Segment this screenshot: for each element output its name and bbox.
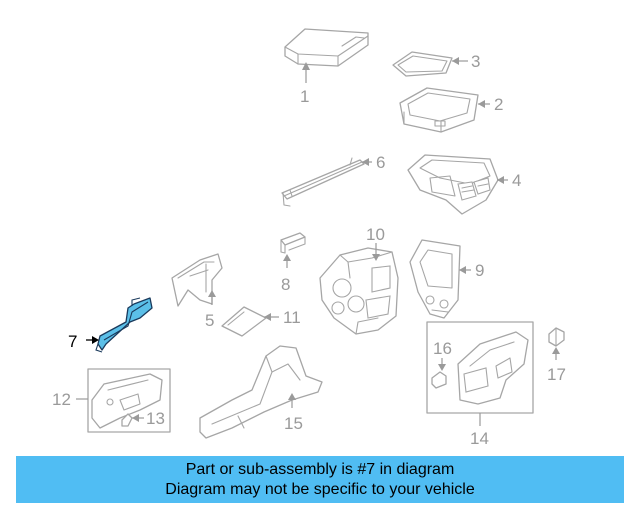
- part-16-switch[interactable]: [431, 371, 447, 389]
- part-9-radio-bezel[interactable]: [409, 239, 461, 319]
- svg-text:14: 14: [470, 429, 489, 448]
- svg-text:9: 9: [475, 261, 484, 280]
- part-6-trim-strip[interactable]: [281, 157, 365, 207]
- svg-text:13: 13: [146, 409, 165, 428]
- callout-15: 15: [284, 393, 303, 433]
- part-5-side-bracket[interactable]: [171, 253, 223, 307]
- part-11-pad[interactable]: [221, 306, 267, 337]
- part-3-lid-pad[interactable]: [392, 51, 453, 77]
- part-8-clip[interactable]: [280, 232, 306, 254]
- svg-text:2: 2: [494, 95, 503, 114]
- part-12-panel-group[interactable]: [87, 368, 171, 433]
- callout-11: 11: [264, 308, 301, 327]
- callout-8: 8: [281, 254, 291, 294]
- callout-5: 5: [205, 290, 216, 330]
- callout-9: 9: [459, 261, 484, 280]
- svg-text:4: 4: [512, 171, 521, 190]
- part-10-console-frame[interactable]: [319, 247, 399, 335]
- svg-text:8: 8: [281, 275, 290, 294]
- callout-3: 3: [452, 52, 480, 71]
- svg-text:17: 17: [547, 365, 566, 384]
- callout-12: 12: [52, 390, 88, 409]
- svg-text:6: 6: [376, 153, 385, 172]
- svg-text:1: 1: [300, 87, 309, 106]
- callout-16: 16: [433, 339, 452, 371]
- svg-text:16: 16: [433, 339, 452, 358]
- part-4-upper-bezel[interactable]: [407, 154, 499, 215]
- svg-text:12: 12: [52, 390, 71, 409]
- svg-text:15: 15: [284, 414, 303, 433]
- footer-line-disclaimer: Diagram may not be specific to your vehi…: [165, 480, 475, 498]
- svg-text:11: 11: [283, 308, 301, 327]
- part-2-storage-tray[interactable]: [399, 87, 479, 133]
- callout-2: 2: [478, 95, 503, 114]
- callout-7: 7: [68, 332, 99, 351]
- part-13-clip[interactable]: [121, 413, 133, 427]
- svg-text:7: 7: [68, 332, 77, 351]
- callout-10: 10: [366, 225, 385, 261]
- svg-text:5: 5: [205, 311, 214, 330]
- part-15-side-trim[interactable]: [199, 345, 323, 439]
- part-1-console-lid[interactable]: [284, 28, 369, 67]
- callout-17: 17: [547, 347, 566, 384]
- footer-line-part-info: Part or sub-assembly is #7 in diagram: [185, 460, 455, 478]
- callout-13: 13: [132, 409, 165, 428]
- footer-banner: Part or sub-assembly is #7 in diagram Di…: [16, 456, 624, 503]
- svg-text:3: 3: [471, 52, 480, 71]
- part-7-bracket-highlighted[interactable]: [95, 297, 153, 353]
- callout-6: 6: [362, 153, 385, 172]
- part-17-push-clip[interactable]: [548, 327, 565, 347]
- callout-14: 14: [470, 413, 489, 448]
- part-14-rear-panel-group[interactable]: [426, 321, 534, 414]
- callout-1: 1: [300, 62, 310, 106]
- parts-diagram: 1 3 2 6: [52, 28, 566, 448]
- svg-text:10: 10: [366, 225, 385, 244]
- callout-4: 4: [497, 171, 521, 190]
